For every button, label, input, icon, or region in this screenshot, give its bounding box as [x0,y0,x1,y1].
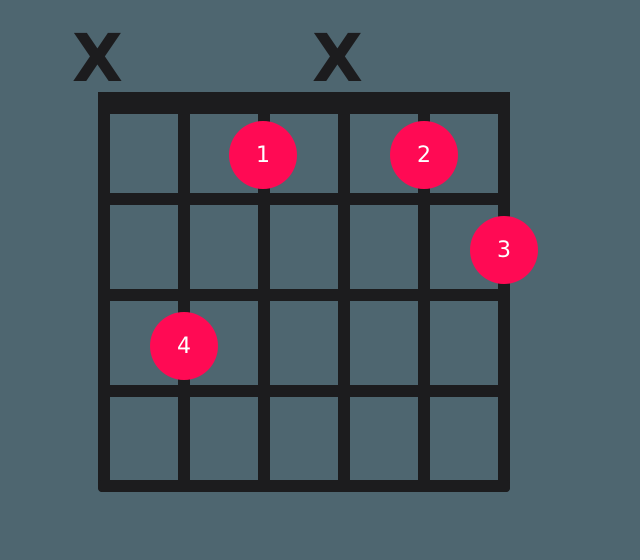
fret-line-3 [98,385,510,397]
finger-dot-4: 4 [150,312,218,380]
finger-dot-1: 1 [229,121,297,189]
finger-dot-3: 3 [470,216,538,284]
fret-line-2 [98,289,510,301]
fret-line-1 [98,193,510,205]
mute-marker-string-1: X [72,20,123,97]
fret-line-4 [98,480,510,492]
nut [98,92,510,114]
finger-dot-2: 2 [390,121,458,189]
mute-marker-string-4: X [312,20,363,97]
